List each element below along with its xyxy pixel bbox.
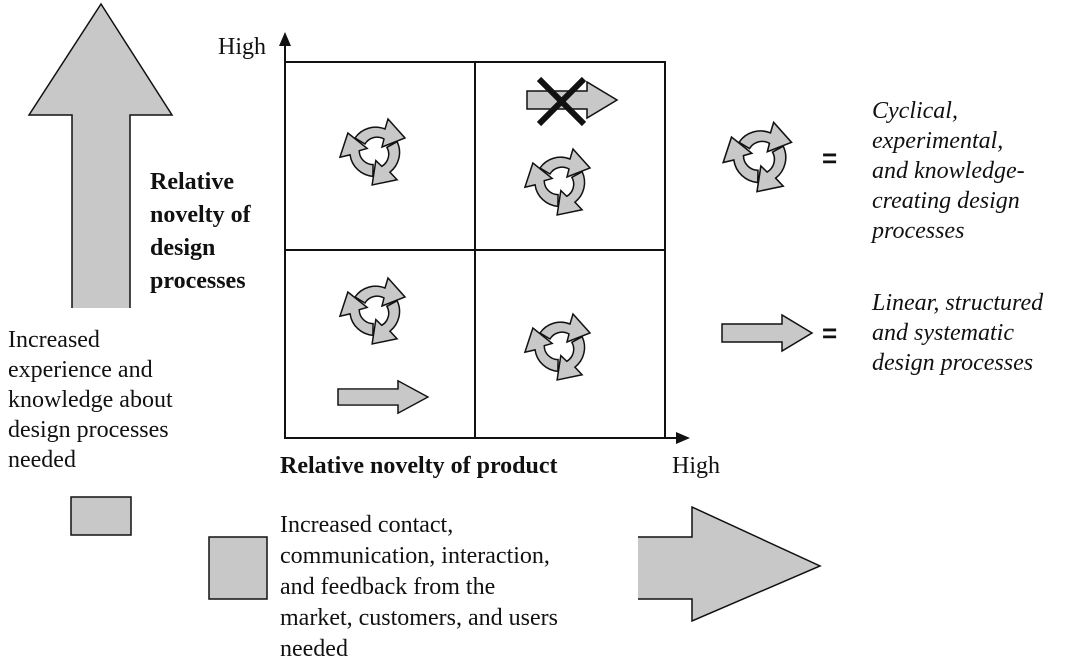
y-axis-arrowhead	[279, 32, 291, 46]
legend-linear-equals: =	[822, 318, 838, 348]
horizontal-big-arrow-head	[638, 505, 822, 623]
linear-arrow-icon-bottom-left	[337, 380, 429, 414]
legend-linear-text: Linear, structured and systematic design…	[872, 290, 1044, 376]
cross-icon-top-right	[536, 76, 587, 127]
x-axis-arrowhead	[676, 432, 690, 444]
cycle-icon-bottom-right	[515, 313, 600, 391]
cycle-icon-bottom-left	[330, 277, 415, 355]
cycle-icon-top-left	[330, 118, 415, 196]
x-axis-title: Relative novelty of product	[280, 453, 558, 479]
legend-linear-arrow-icon	[721, 314, 813, 352]
vertical-big-arrow-tail	[70, 496, 132, 536]
horizontal-big-arrow-tail	[208, 536, 268, 600]
y-axis-title: Relative novelty of design processes	[150, 169, 251, 294]
legend-cyclical-text: Cyclical, experimental, and knowledge- c…	[872, 98, 1025, 244]
vertical-big-arrow-head	[27, 2, 174, 308]
cycle-icon-top-right	[515, 148, 600, 226]
left-panel-text: Increased experience and knowledge about…	[8, 327, 173, 473]
bottom-panel-text: Increased contact, communication, intera…	[280, 512, 558, 662]
x-axis-high-label: High	[672, 453, 720, 479]
legend-cyclical-equals: =	[822, 143, 838, 173]
y-axis-high-label: High	[218, 34, 266, 60]
legend-cycle-icon	[713, 121, 802, 203]
